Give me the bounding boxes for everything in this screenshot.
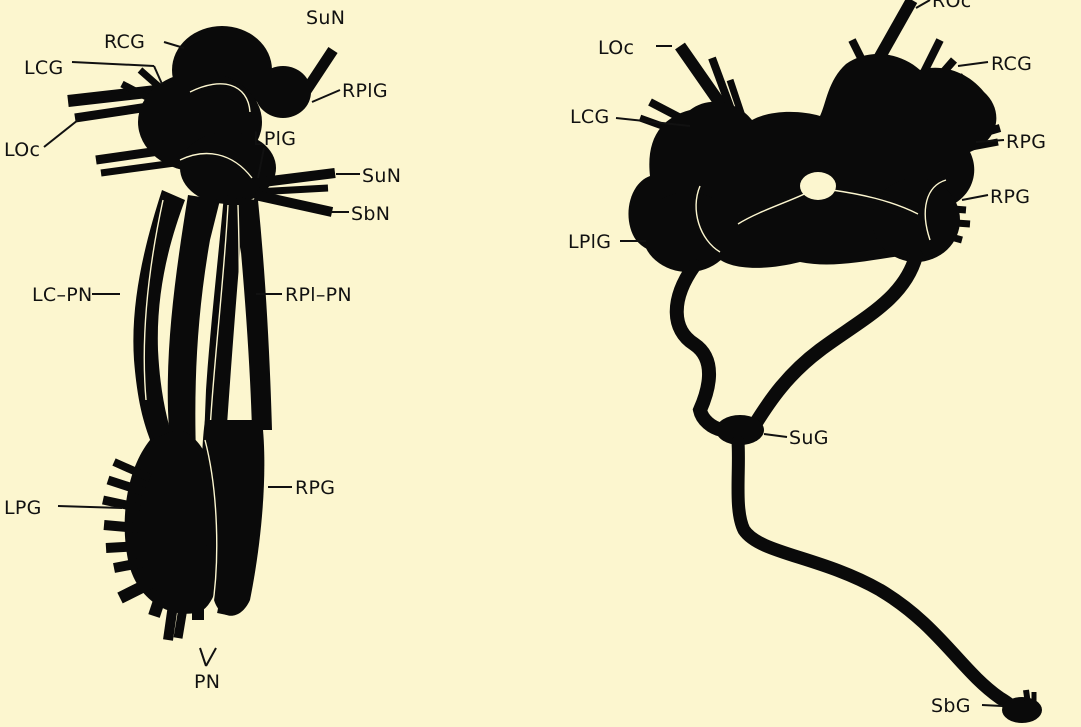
right-label-lplg: LPlG [568,231,611,253]
left-label-lcg: LCG [24,57,63,79]
left-label-loc: LOc [4,139,40,161]
left-label-lplg: LPlG [253,128,296,150]
left-label-sun-top: SuN [306,7,345,29]
right-label-lcg: LCG [570,106,609,128]
left-label-sbn: SbN [351,203,390,225]
right-label-rpg-upper: RPG [1006,131,1046,153]
left-label-pn: PN [194,671,220,693]
left-ganglia-figure: RCG SuN LCG RPlG LOc LPlG SuN SbN LC–PN … [4,7,401,693]
right-brain-hole [800,172,836,200]
left-label-lpg: LPG [4,497,42,519]
right-label-rcg: RCG [991,53,1032,75]
left-label-lc-pn: LC–PN [32,284,93,306]
left-label-rpl-pn: RPl–PN [285,284,352,306]
left-connective-right [236,198,272,430]
right-left-connective [677,266,722,430]
left-label-rcg: RCG [104,31,145,53]
right-label-rpg-lower: RPG [990,186,1030,208]
right-label-loc: LOc [598,37,634,59]
left-label-sun: SuN [362,165,401,187]
right-label-sbg: SbG [931,695,971,717]
right-ganglia-figure: ROc LOc RCG LCG RPG RPG LPlG SuG SbG [568,0,1046,723]
right-label-sug: SuG [789,427,829,449]
left-rplg-ganglion [255,66,311,118]
left-label-rpg: RPG [295,477,335,499]
right-long-nerve [738,442,1018,712]
right-lplg-ganglion [642,192,734,272]
left-sun-sbn-stubs [255,173,335,212]
right-label-roc: ROc [932,0,972,12]
right-right-connective [754,256,916,426]
left-label-rplg: RPlG [342,80,388,102]
